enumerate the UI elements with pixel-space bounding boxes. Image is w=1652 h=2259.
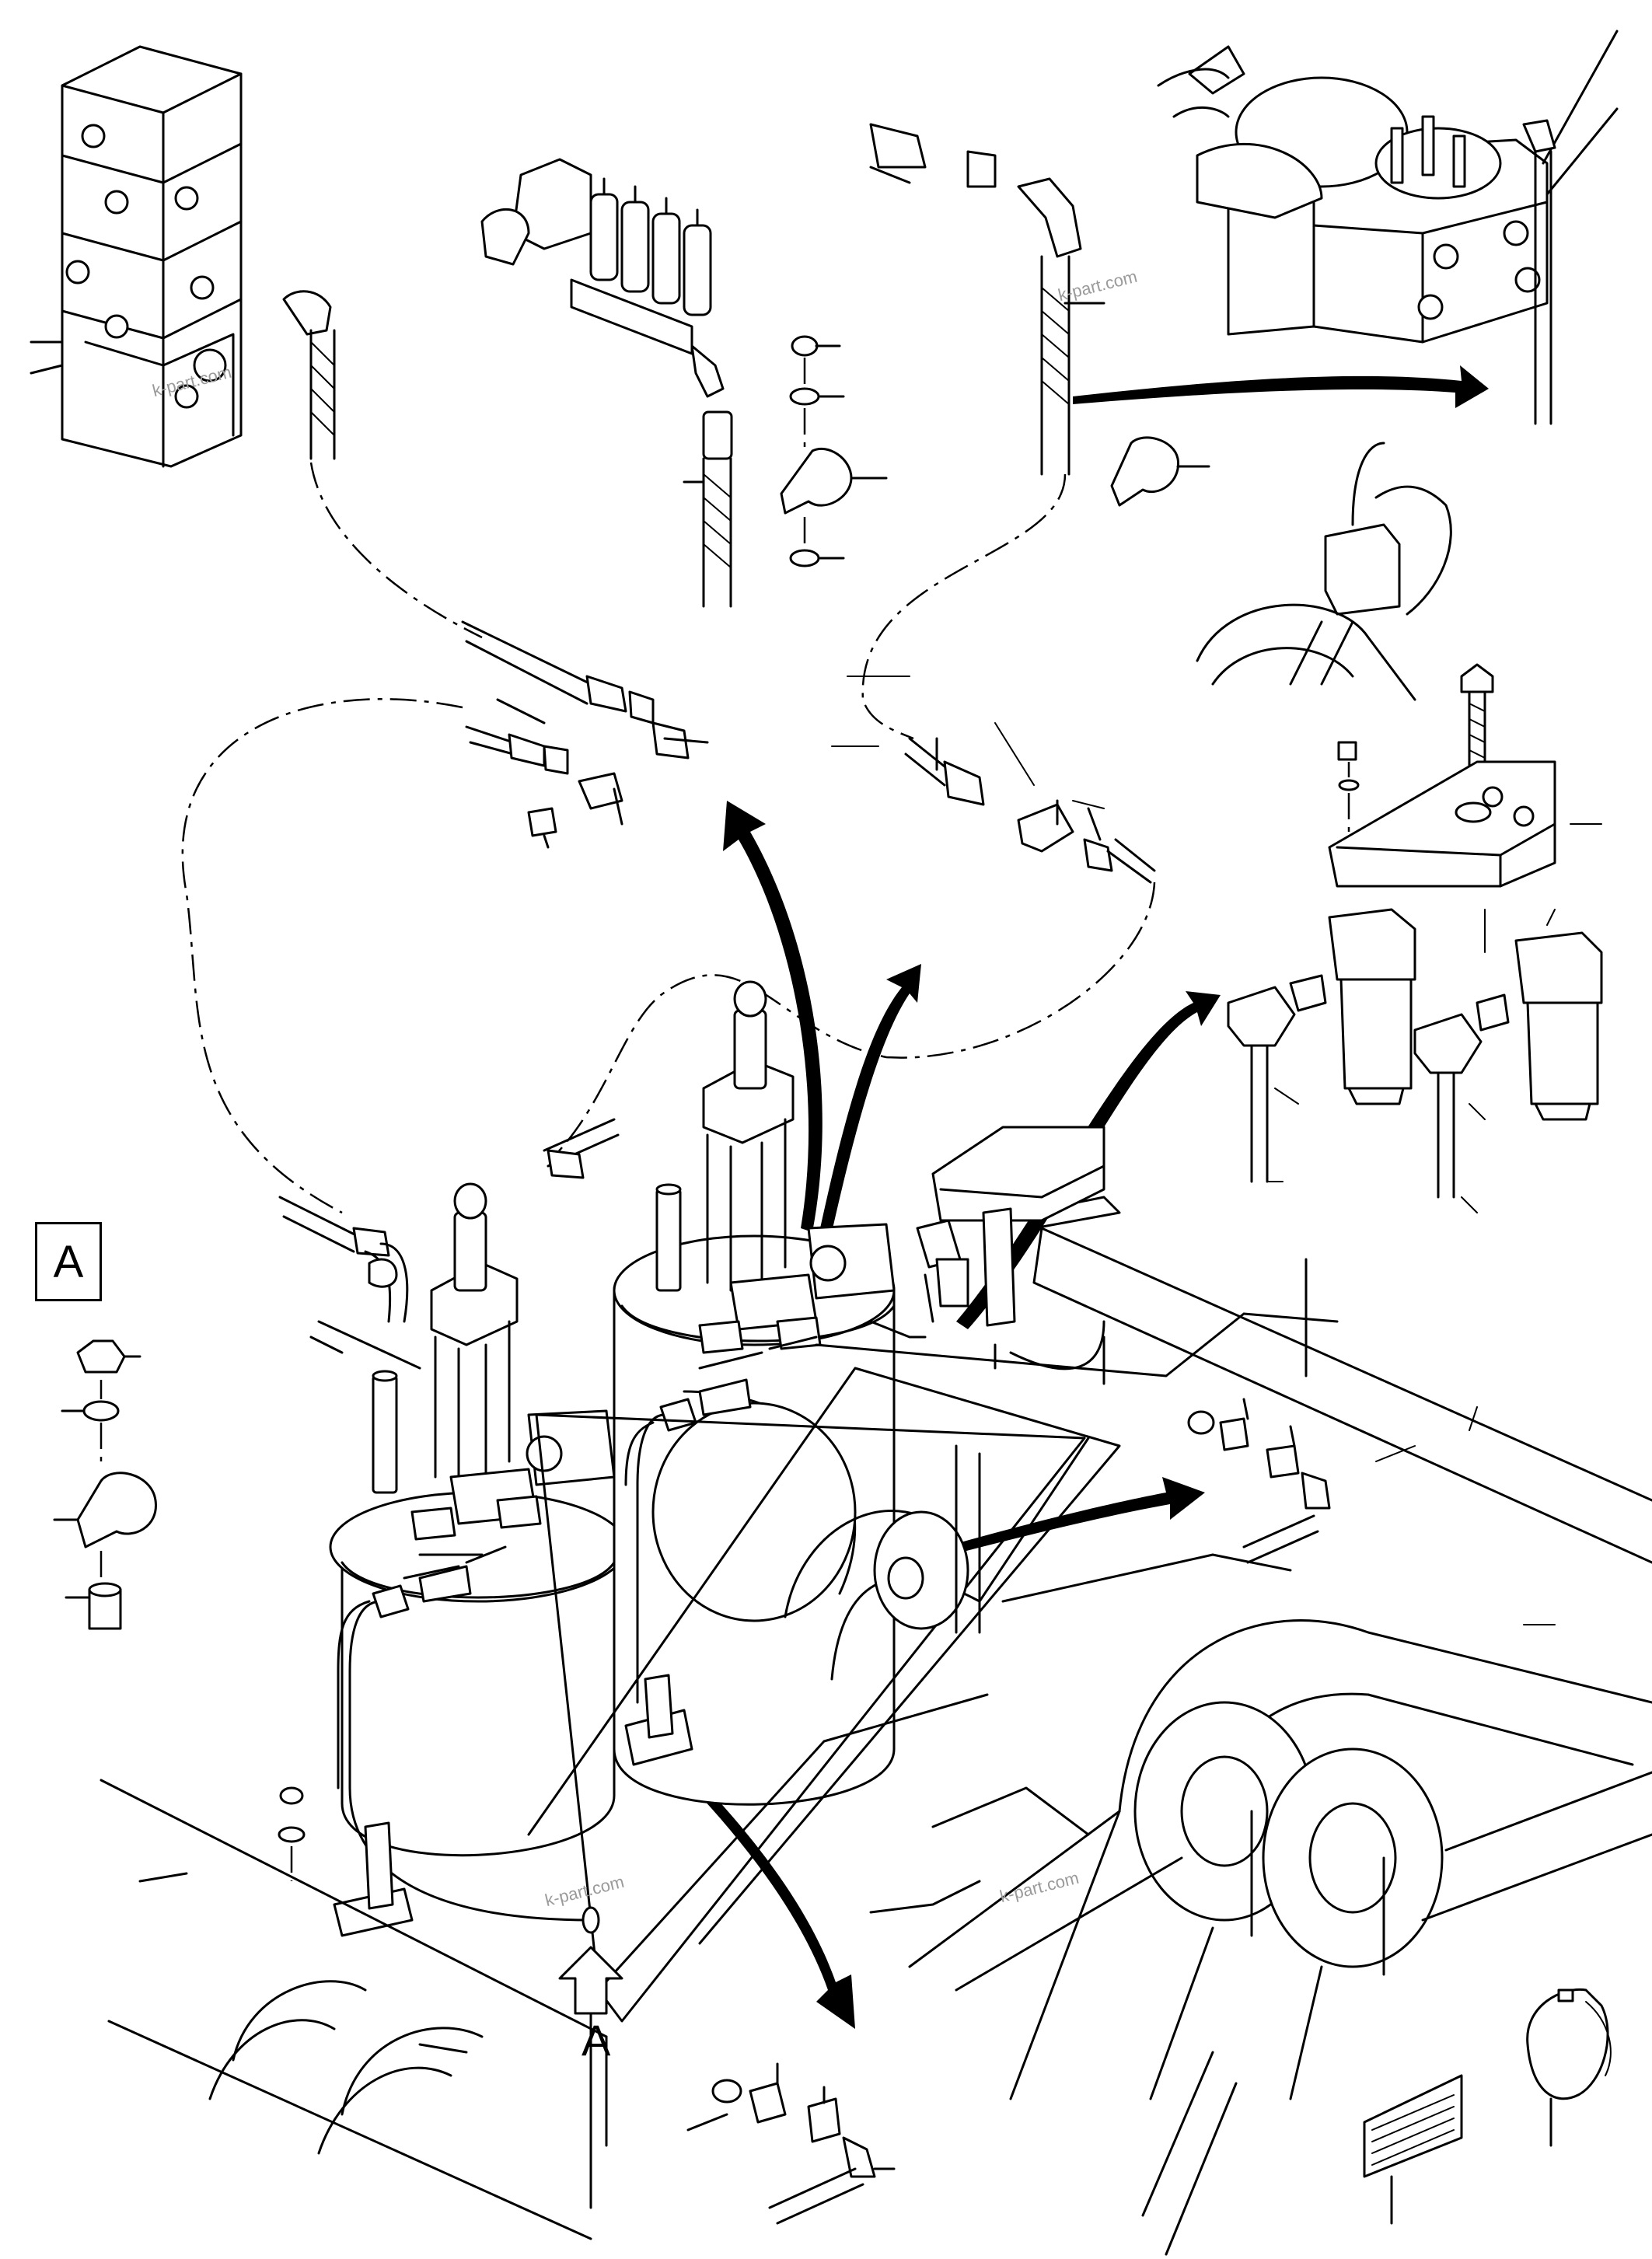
accumulator-tank-right <box>613 980 896 1806</box>
flow-arrows <box>678 365 1489 2029</box>
right-lower-fittings <box>1187 1398 1331 1564</box>
solenoid-valve <box>1196 442 1452 701</box>
elbow-hose-right <box>1017 177 1105 476</box>
view-a-detail-parts <box>53 1339 157 1630</box>
left-tank-bracket <box>278 1786 414 1937</box>
lower-left-assembly <box>100 1779 608 2240</box>
filter-fittings <box>1227 974 1510 1199</box>
machine-frame <box>527 1126 1652 2023</box>
clamp-stack-top <box>780 335 888 567</box>
manifold-hose <box>683 410 733 608</box>
left-tank-hoses <box>278 1196 592 1922</box>
label-plate <box>1363 2074 1463 2225</box>
filter-left <box>1328 908 1416 1105</box>
lower-right-assembly <box>869 1619 1652 2256</box>
hose-fittings-mid-right <box>904 737 1156 884</box>
quick-coupler <box>869 123 997 188</box>
view-a-label: A <box>582 2016 611 2065</box>
hose-routing-lines <box>181 462 1156 1214</box>
hose-fittings-cluster <box>461 620 709 849</box>
filter-bracket <box>1328 663 1556 888</box>
leader-lines <box>310 349 1602 1625</box>
valve-hose <box>282 290 336 460</box>
view-a-box: A <box>35 1222 102 1301</box>
view-a-arrow <box>558 1906 623 2015</box>
hose-clamp-right <box>1110 436 1210 507</box>
filter-right <box>1514 931 1603 1121</box>
bottom-fittings <box>686 2062 896 2225</box>
pump-block <box>1157 30 1619 344</box>
pump-pipe <box>1522 119 1556 425</box>
distribution-manifold <box>480 158 725 398</box>
accumulator-tank-left <box>309 1182 627 1857</box>
right-tank-hoses <box>543 1118 752 1704</box>
control-valve-block <box>30 45 243 468</box>
cable-tie <box>1526 1988 1612 2147</box>
right-tank-bracket <box>624 1674 693 1766</box>
